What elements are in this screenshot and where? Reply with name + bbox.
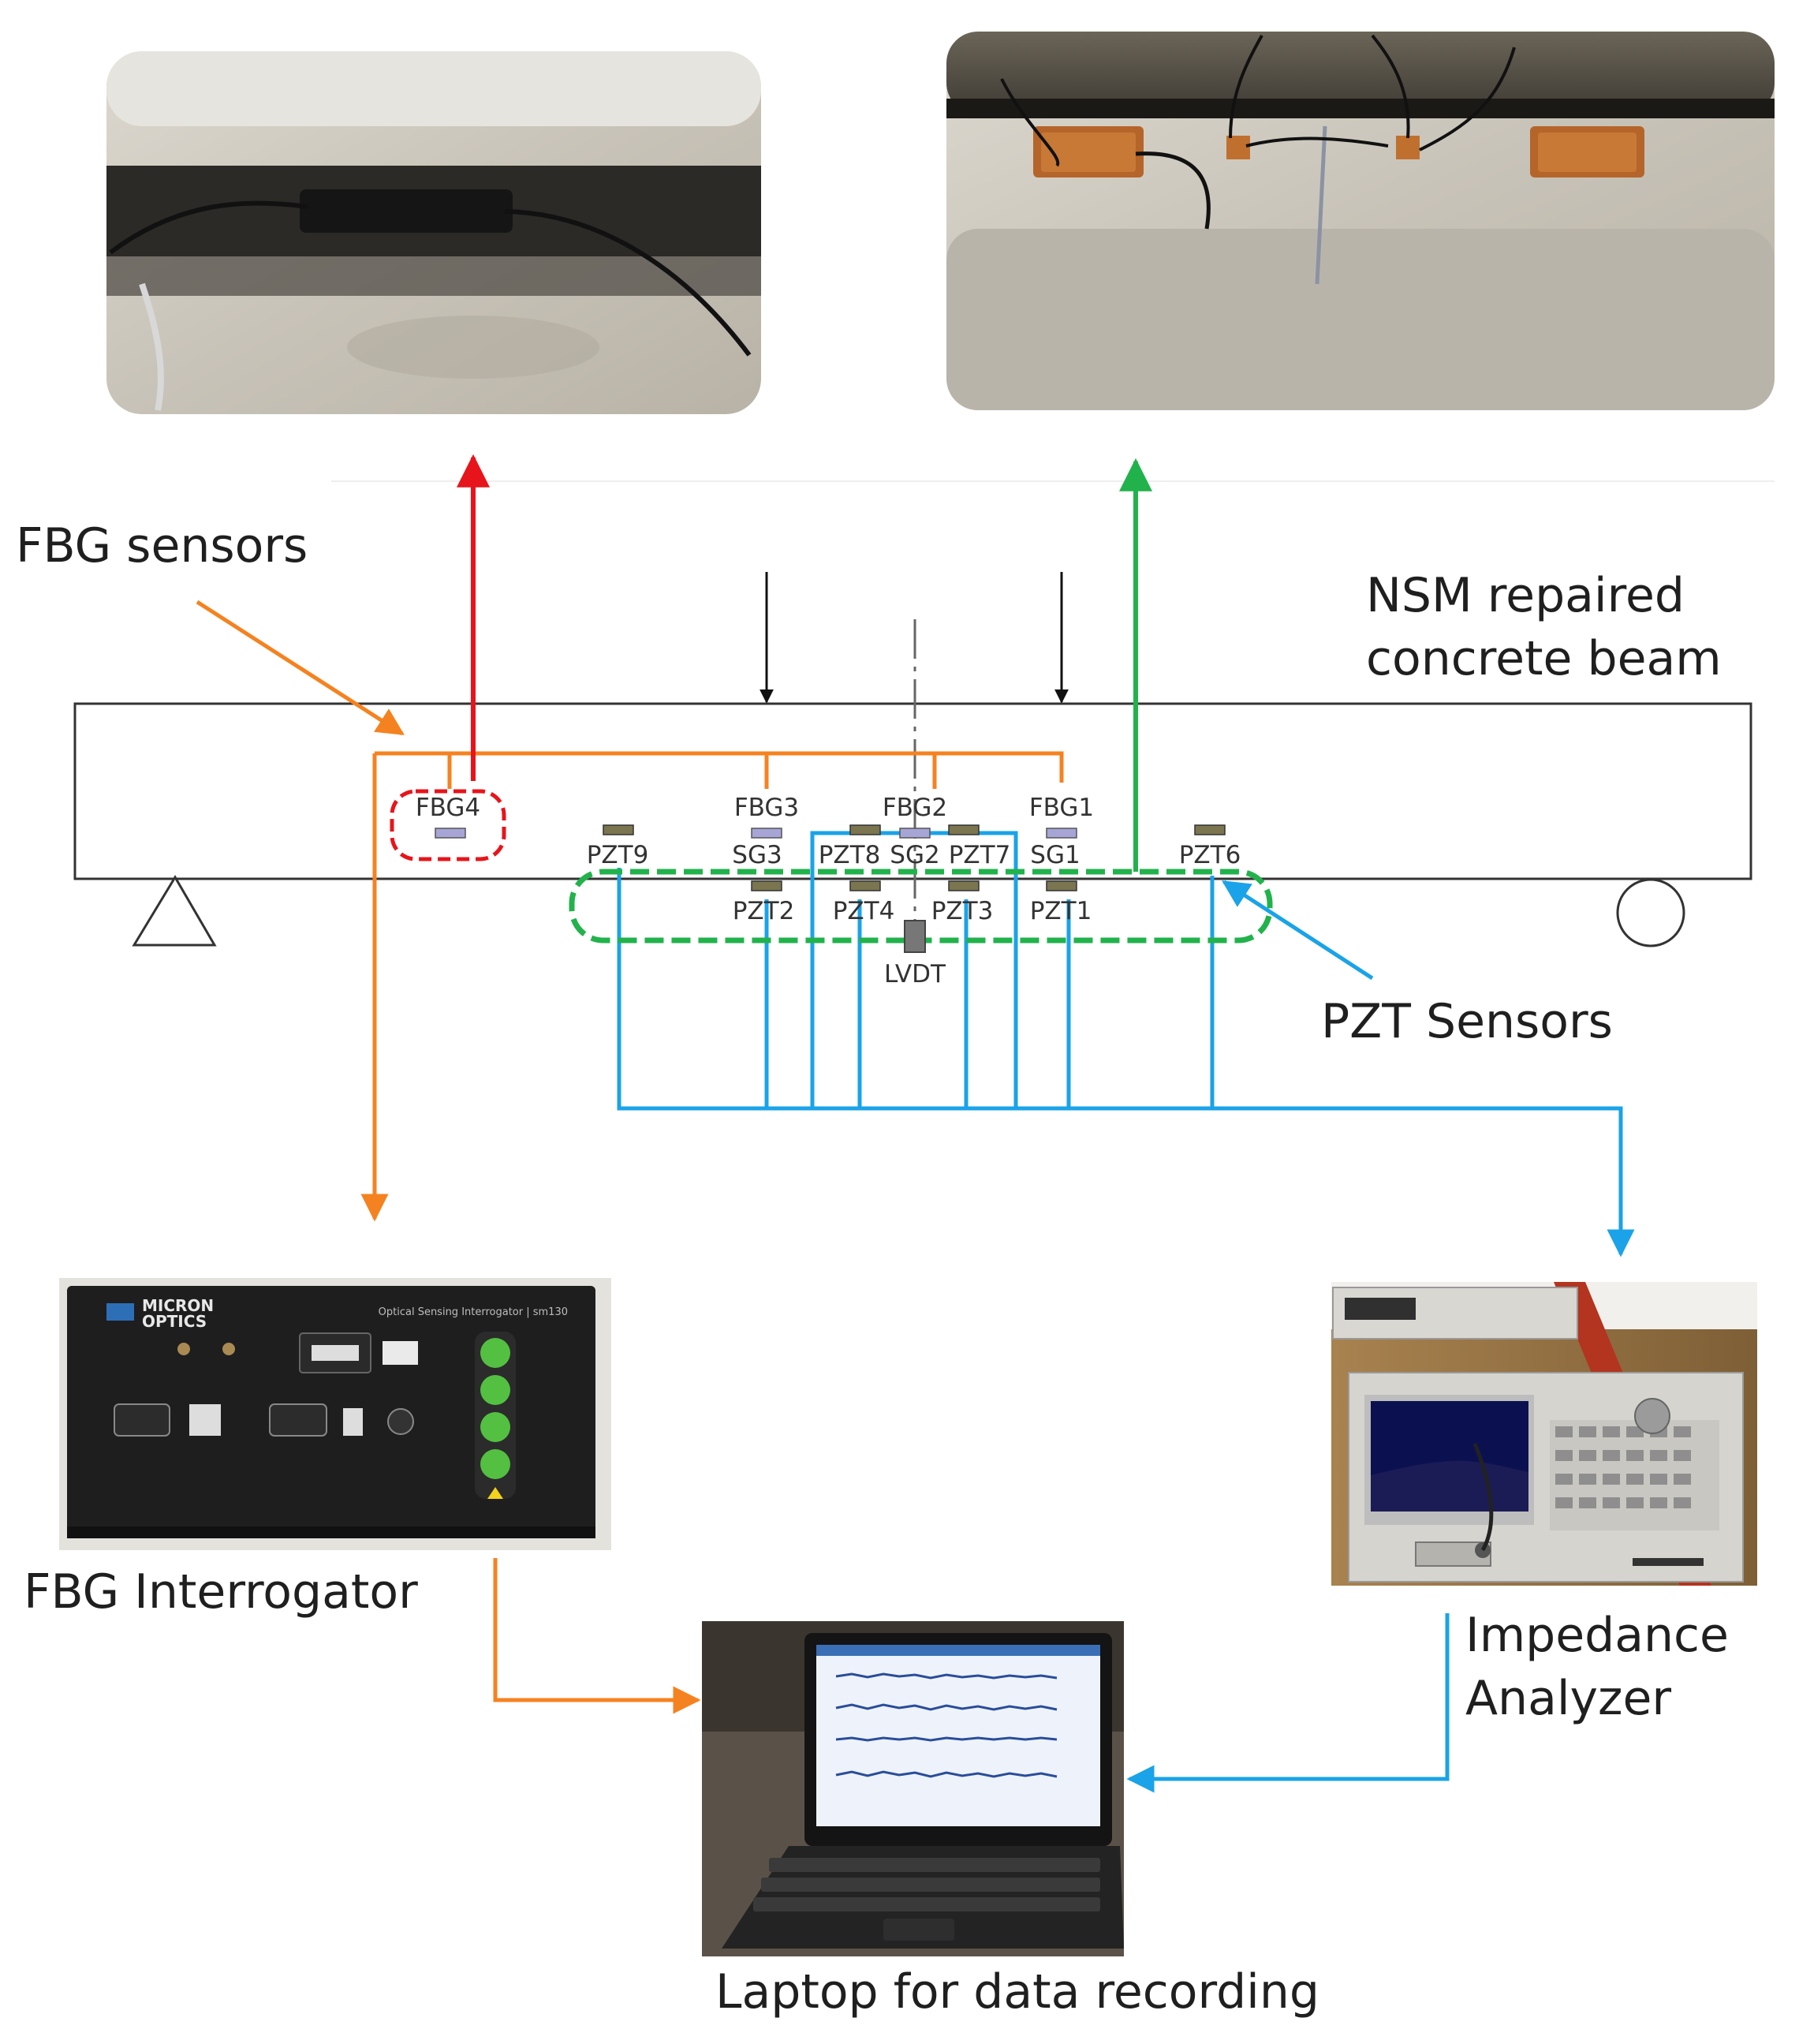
beam-title-line1: NSM repaired — [1366, 568, 1685, 623]
pzt1-label: PZT1 — [1030, 897, 1092, 925]
channel-2-connector — [480, 1375, 510, 1405]
impedance-analyzer-photo — [1331, 1282, 1757, 1586]
analyzer-knob — [1634, 1398, 1670, 1434]
fbg-sensor-photo — [106, 51, 761, 414]
fbg1-marker — [1046, 828, 1077, 839]
pzt3-label: PZT3 — [931, 897, 994, 925]
pzt9-label: PZT9 — [587, 841, 649, 869]
interrogator-photo: MICRON OPTICS Optical Sensing Interrogat… — [59, 1278, 611, 1550]
beam-title-line2: concrete beam — [1366, 631, 1722, 686]
pzt-sensors-arrow — [1222, 880, 1374, 981]
fbg2-marker — [899, 828, 931, 839]
channel-1-connector — [480, 1338, 510, 1368]
fbg1-label: FBG1 — [1029, 794, 1094, 822]
sg3-label: SG3 — [732, 841, 782, 869]
pzt2-marker — [751, 880, 782, 891]
pin-support — [132, 875, 217, 947]
analyzer-to-laptop-arrow — [1126, 1613, 1450, 1793]
fbg-fiber-line — [360, 751, 1064, 1222]
pzt6-marker — [1194, 824, 1226, 835]
fbg-sensors-callout: FBG sensors — [16, 518, 308, 574]
interrogator-to-laptop-arrow — [493, 1558, 701, 1714]
brand-line1: MICRON — [142, 1296, 214, 1315]
lvdt-label: LVDT — [884, 960, 946, 988]
laser-warning-icon — [487, 1487, 503, 1499]
pzt7-label: PZT7 — [949, 841, 1011, 869]
pzt-sensors-callout: PZT Sensors — [1321, 994, 1613, 1049]
sg1-label: SG1 — [1030, 841, 1080, 869]
fbg3-marker — [751, 828, 782, 839]
pzt8-marker — [849, 824, 881, 835]
laptop-screen — [816, 1645, 1100, 1826]
pzt4-marker — [849, 880, 881, 891]
fbg-sensors-arrow — [196, 600, 405, 736]
interrogator-label: FBG Interrogator — [24, 1564, 418, 1620]
fbg3-label: FBG3 — [734, 794, 799, 822]
impedance-label-line1: Impedance — [1465, 1608, 1729, 1663]
sensor-markers — [435, 824, 1226, 891]
impedance-label-line2: Analyzer — [1465, 1671, 1671, 1726]
brand-line2: OPTICS — [142, 1312, 207, 1331]
pzt9-marker — [603, 824, 634, 835]
pzt8-label: PZT8 — [819, 841, 881, 869]
lvdt-body — [904, 920, 926, 953]
brand-logo-icon — [106, 1303, 134, 1321]
concrete-beam — [73, 702, 1752, 880]
pzt6-label: PZT6 — [1179, 841, 1241, 869]
laptop-photo — [702, 1621, 1124, 1956]
fbg2-label: FBG2 — [883, 794, 947, 822]
fbg4-marker — [435, 828, 466, 839]
interrogator-subtitle: Optical Sensing Interrogator | sm130 — [379, 1306, 568, 1318]
channel-4-connector — [480, 1449, 510, 1479]
sg2-label: SG2 — [890, 841, 939, 869]
pzt3-marker — [948, 880, 980, 891]
roller-support — [1616, 878, 1685, 947]
channel-3-connector — [480, 1412, 510, 1442]
pzt4-label: PZT4 — [833, 897, 895, 925]
pzt7-marker — [948, 824, 980, 835]
laptop-label: Laptop for data recording — [715, 1964, 1319, 2020]
pzt2-label: PZT2 — [733, 897, 795, 925]
fbg4-highlight — [390, 789, 506, 861]
pzt1-marker — [1046, 880, 1077, 891]
fbg4-label: FBG4 — [416, 794, 480, 822]
pzt-sensor-photo — [946, 32, 1775, 410]
